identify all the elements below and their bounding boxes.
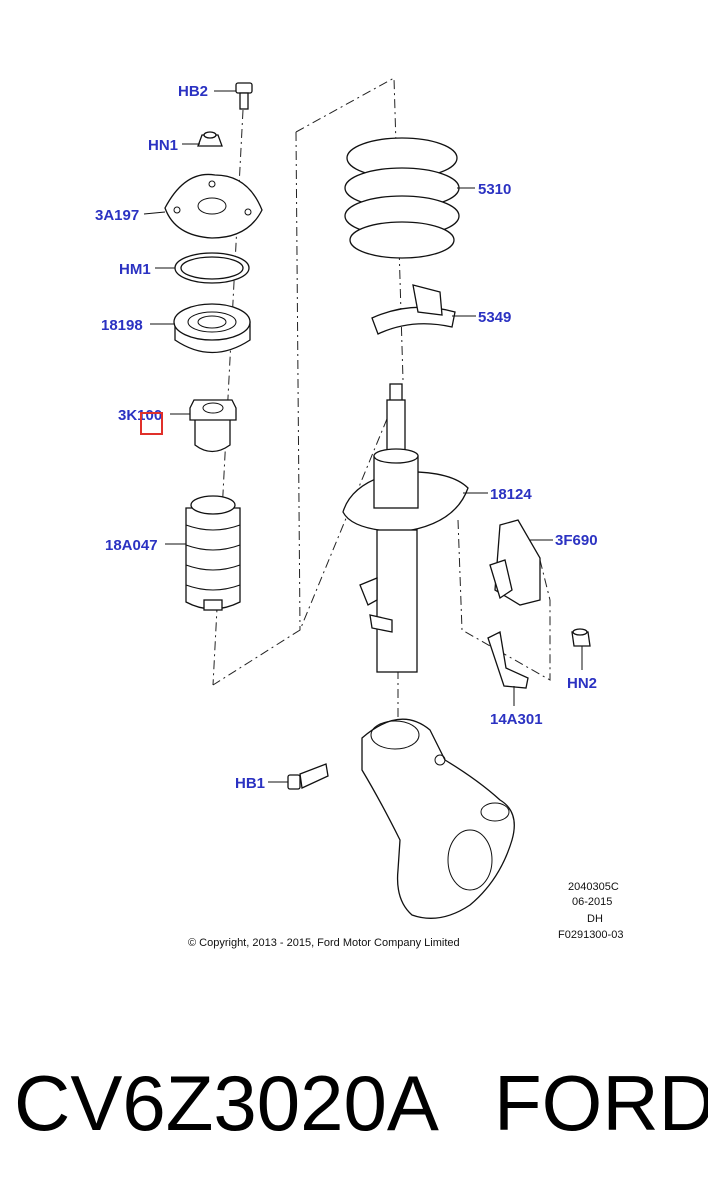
bolt-hb2 bbox=[214, 82, 253, 110]
callout-3f690: 3F690 bbox=[555, 532, 598, 549]
callout-hb1: HB1 bbox=[235, 775, 265, 792]
dust-boot-18a047 bbox=[165, 495, 241, 611]
nut-hn2 bbox=[571, 628, 591, 670]
strut-18124 bbox=[342, 383, 488, 673]
spring-seat-5349 bbox=[371, 284, 476, 335]
exploded-parts-diagram: HB2 HN1 3A197 HM1 18198 3K100 bbox=[95, 77, 623, 949]
copyright: © Copyright, 2013 - 2015, Ford Motor Com… bbox=[188, 937, 460, 949]
bolt-hb1 bbox=[268, 763, 329, 790]
callout-14a301: 14A301 bbox=[490, 711, 543, 728]
callout-hb2: HB2 bbox=[178, 83, 208, 100]
clip-14a301 bbox=[487, 631, 529, 706]
callout-5310: 5310 bbox=[478, 181, 511, 198]
callout-hm1: HM1 bbox=[119, 261, 151, 278]
callout-18a047: 18A047 bbox=[105, 537, 158, 554]
part-number: CV6Z3020A bbox=[14, 1059, 439, 1147]
bearing-18198 bbox=[150, 303, 251, 354]
bump-stop-3k100 bbox=[170, 399, 237, 453]
callout-3a197: 3A197 bbox=[95, 207, 139, 224]
ref-initials: DH bbox=[587, 913, 603, 925]
coil-spring-5310 bbox=[344, 137, 475, 259]
bracket-3f690 bbox=[489, 519, 553, 606]
highlight-marker bbox=[140, 412, 163, 435]
figure-code: F0291300-03 bbox=[558, 929, 623, 941]
ref-code: 2040305C bbox=[568, 881, 619, 893]
brand-name: FORD bbox=[494, 1059, 708, 1147]
callout-18198: 18198 bbox=[101, 317, 143, 334]
nut-hn1 bbox=[182, 131, 223, 147]
steering-knuckle bbox=[361, 718, 515, 919]
top-mount-3a197 bbox=[143, 173, 263, 239]
ring-hm1 bbox=[155, 252, 250, 284]
callout-18124: 18124 bbox=[490, 486, 532, 503]
callout-5349: 5349 bbox=[478, 309, 511, 326]
callout-hn2: HN2 bbox=[567, 675, 597, 692]
ref-date: 06-2015 bbox=[572, 896, 612, 908]
callout-hn1: HN1 bbox=[148, 137, 178, 154]
